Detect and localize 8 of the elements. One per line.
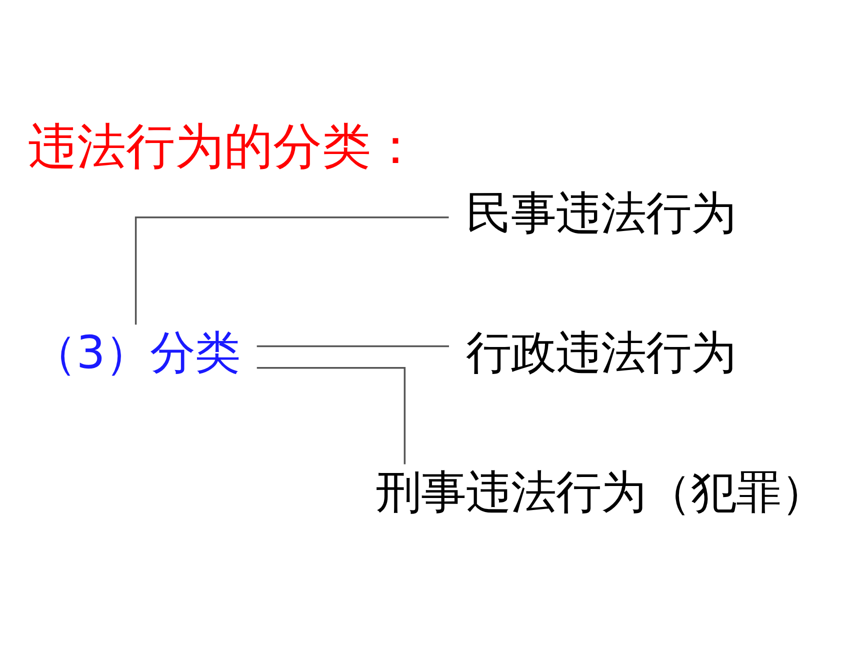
node-text: 民事违法行为 — [466, 186, 736, 239]
connector — [134, 216, 449, 324]
node-text: （3）分类 — [31, 326, 240, 379]
node-text: 刑事违法行为（犯罪） — [376, 465, 826, 518]
connector — [256, 344, 449, 347]
connector — [256, 366, 406, 464]
diagram-title: 违法行为的分类： — [28, 118, 420, 175]
node-text: 行政违法行为 — [466, 326, 736, 379]
